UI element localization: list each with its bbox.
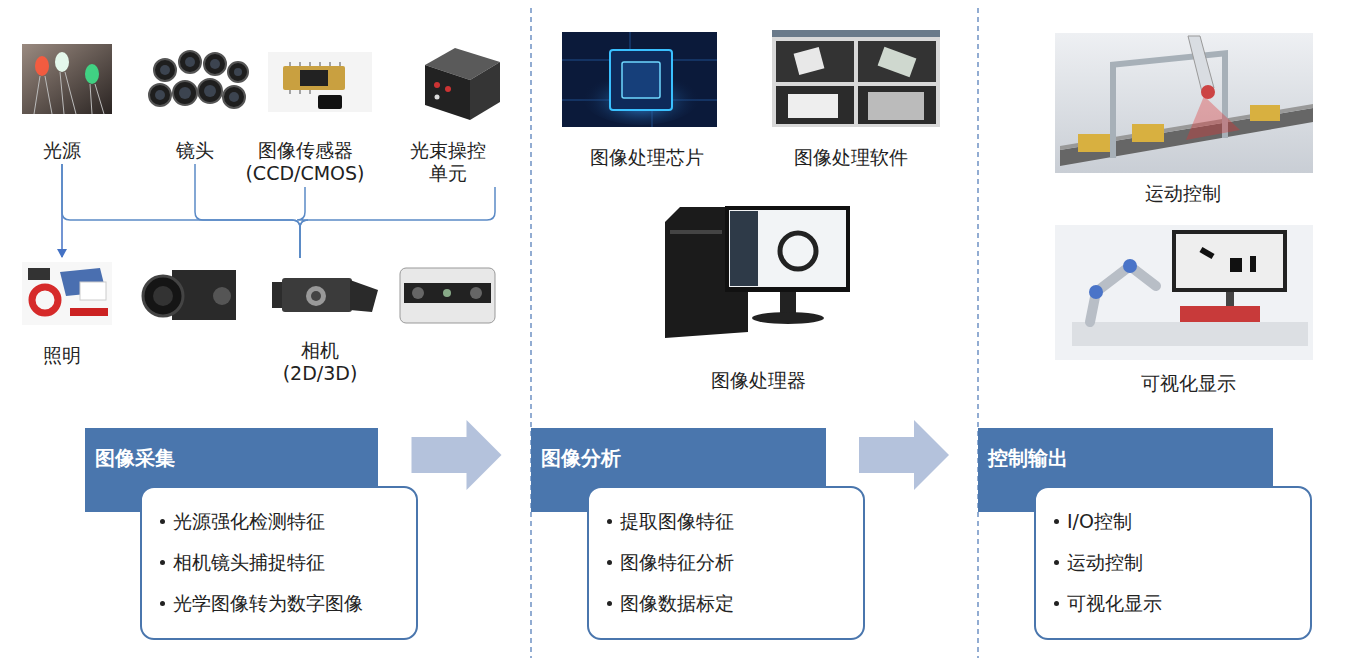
- caption: 光源: [12, 139, 112, 162]
- bullet-dot: [160, 519, 165, 524]
- bullet-text: 运动控制: [1067, 551, 1143, 574]
- picture-node: 图像处理软件: [763, 28, 939, 169]
- bullet-dot: [1054, 560, 1059, 565]
- bullet-dot: [607, 560, 612, 565]
- bullet-row: 可视化显示: [1048, 583, 1302, 624]
- caption: 图像处理器: [653, 369, 863, 392]
- bullet-dot: [160, 560, 165, 565]
- bullet-box: 提取图像特征图像特征分析图像数据标定: [587, 486, 865, 640]
- bullet-text: I/O控制: [1067, 510, 1132, 533]
- caption: 图像处理芯片: [557, 146, 737, 169]
- bullet-row: 图像数据标定: [601, 583, 855, 624]
- bullet-dot: [1054, 519, 1059, 524]
- pc-photo: [665, 206, 850, 338]
- bullet-dot: [607, 601, 612, 606]
- beam-unit-photo: [425, 48, 500, 120]
- bullet-text: 光源强化检测特征: [173, 510, 325, 533]
- ai-chip-photo: [562, 32, 717, 127]
- bullet-row: 运动控制: [1048, 542, 1302, 583]
- bullet-row: 提取图像特征: [601, 501, 855, 542]
- bullet-row: 光源强化检测特征: [154, 501, 408, 542]
- flow-arrow: [859, 420, 949, 490]
- bullet-dot: [607, 519, 612, 524]
- picture-node: 可视化显示: [1055, 222, 1321, 395]
- picture-node: 相机 (2D/3D): [140, 258, 500, 385]
- caption: 照明: [12, 344, 112, 367]
- software-screenshot: [772, 30, 940, 127]
- bullet-box: I/O控制运动控制可视化显示: [1034, 486, 1312, 640]
- led-photo: [22, 44, 112, 114]
- bullet-text: 图像特征分析: [620, 551, 734, 574]
- picture-node: 光源: [12, 40, 112, 162]
- caption: 镜头: [145, 139, 245, 162]
- bullet-text: 图像数据标定: [620, 592, 734, 615]
- flow-arrow: [412, 420, 502, 490]
- stage-title: 图像分析: [531, 428, 826, 470]
- picture-node: 光束操控 单元: [398, 40, 498, 185]
- stage-title: 图像采集: [85, 428, 378, 470]
- bullet-row: I/O控制: [1048, 501, 1302, 542]
- bullet-dot: [160, 601, 165, 606]
- stage-title: 控制输出: [978, 428, 1273, 470]
- bullet-box: 光源强化检测特征相机镜头捕捉特征光学图像转为数字图像: [140, 486, 418, 640]
- caption: 可视化显示: [1055, 372, 1321, 395]
- bullet-text: 相机镜头捕捉特征: [173, 551, 325, 574]
- caption: 光束操控 单元: [398, 139, 498, 185]
- caption: 运动控制: [1050, 182, 1316, 205]
- lighting-photo: [22, 262, 112, 325]
- lens-photo: [149, 51, 248, 108]
- bullet-text: 可视化显示: [1067, 592, 1162, 615]
- picture-node: 图像处理器: [653, 200, 863, 392]
- caption: 图像传感器 (CCD/CMOS): [240, 139, 370, 185]
- caption: 相机 (2D/3D): [265, 339, 375, 385]
- dashed-divider: [531, 8, 978, 658]
- bullet-row: 图像特征分析: [601, 542, 855, 583]
- sensor-photo: [268, 52, 372, 112]
- bullet-text: 光学图像转为数字图像: [173, 592, 363, 615]
- picture-node: 照明: [12, 258, 112, 367]
- bullet-row: 光学图像转为数字图像: [154, 583, 408, 624]
- bullet-dot: [1054, 601, 1059, 606]
- caption: 图像处理软件: [763, 146, 939, 169]
- picture-node: 运动控制: [1050, 30, 1316, 205]
- picture-node: 图像传感器 (CCD/CMOS): [240, 40, 370, 185]
- bullet-text: 提取图像特征: [620, 510, 734, 533]
- bullet-row: 相机镜头捕捉特征: [154, 542, 408, 583]
- picture-node: 图像处理芯片: [557, 28, 737, 169]
- conveyor-robot-photo: [1055, 33, 1313, 173]
- robot-monitor-photo: [1055, 225, 1313, 360]
- picture-node: 镜头: [145, 40, 245, 162]
- group-bracket: [300, 187, 495, 258]
- camera-photos: [143, 268, 495, 323]
